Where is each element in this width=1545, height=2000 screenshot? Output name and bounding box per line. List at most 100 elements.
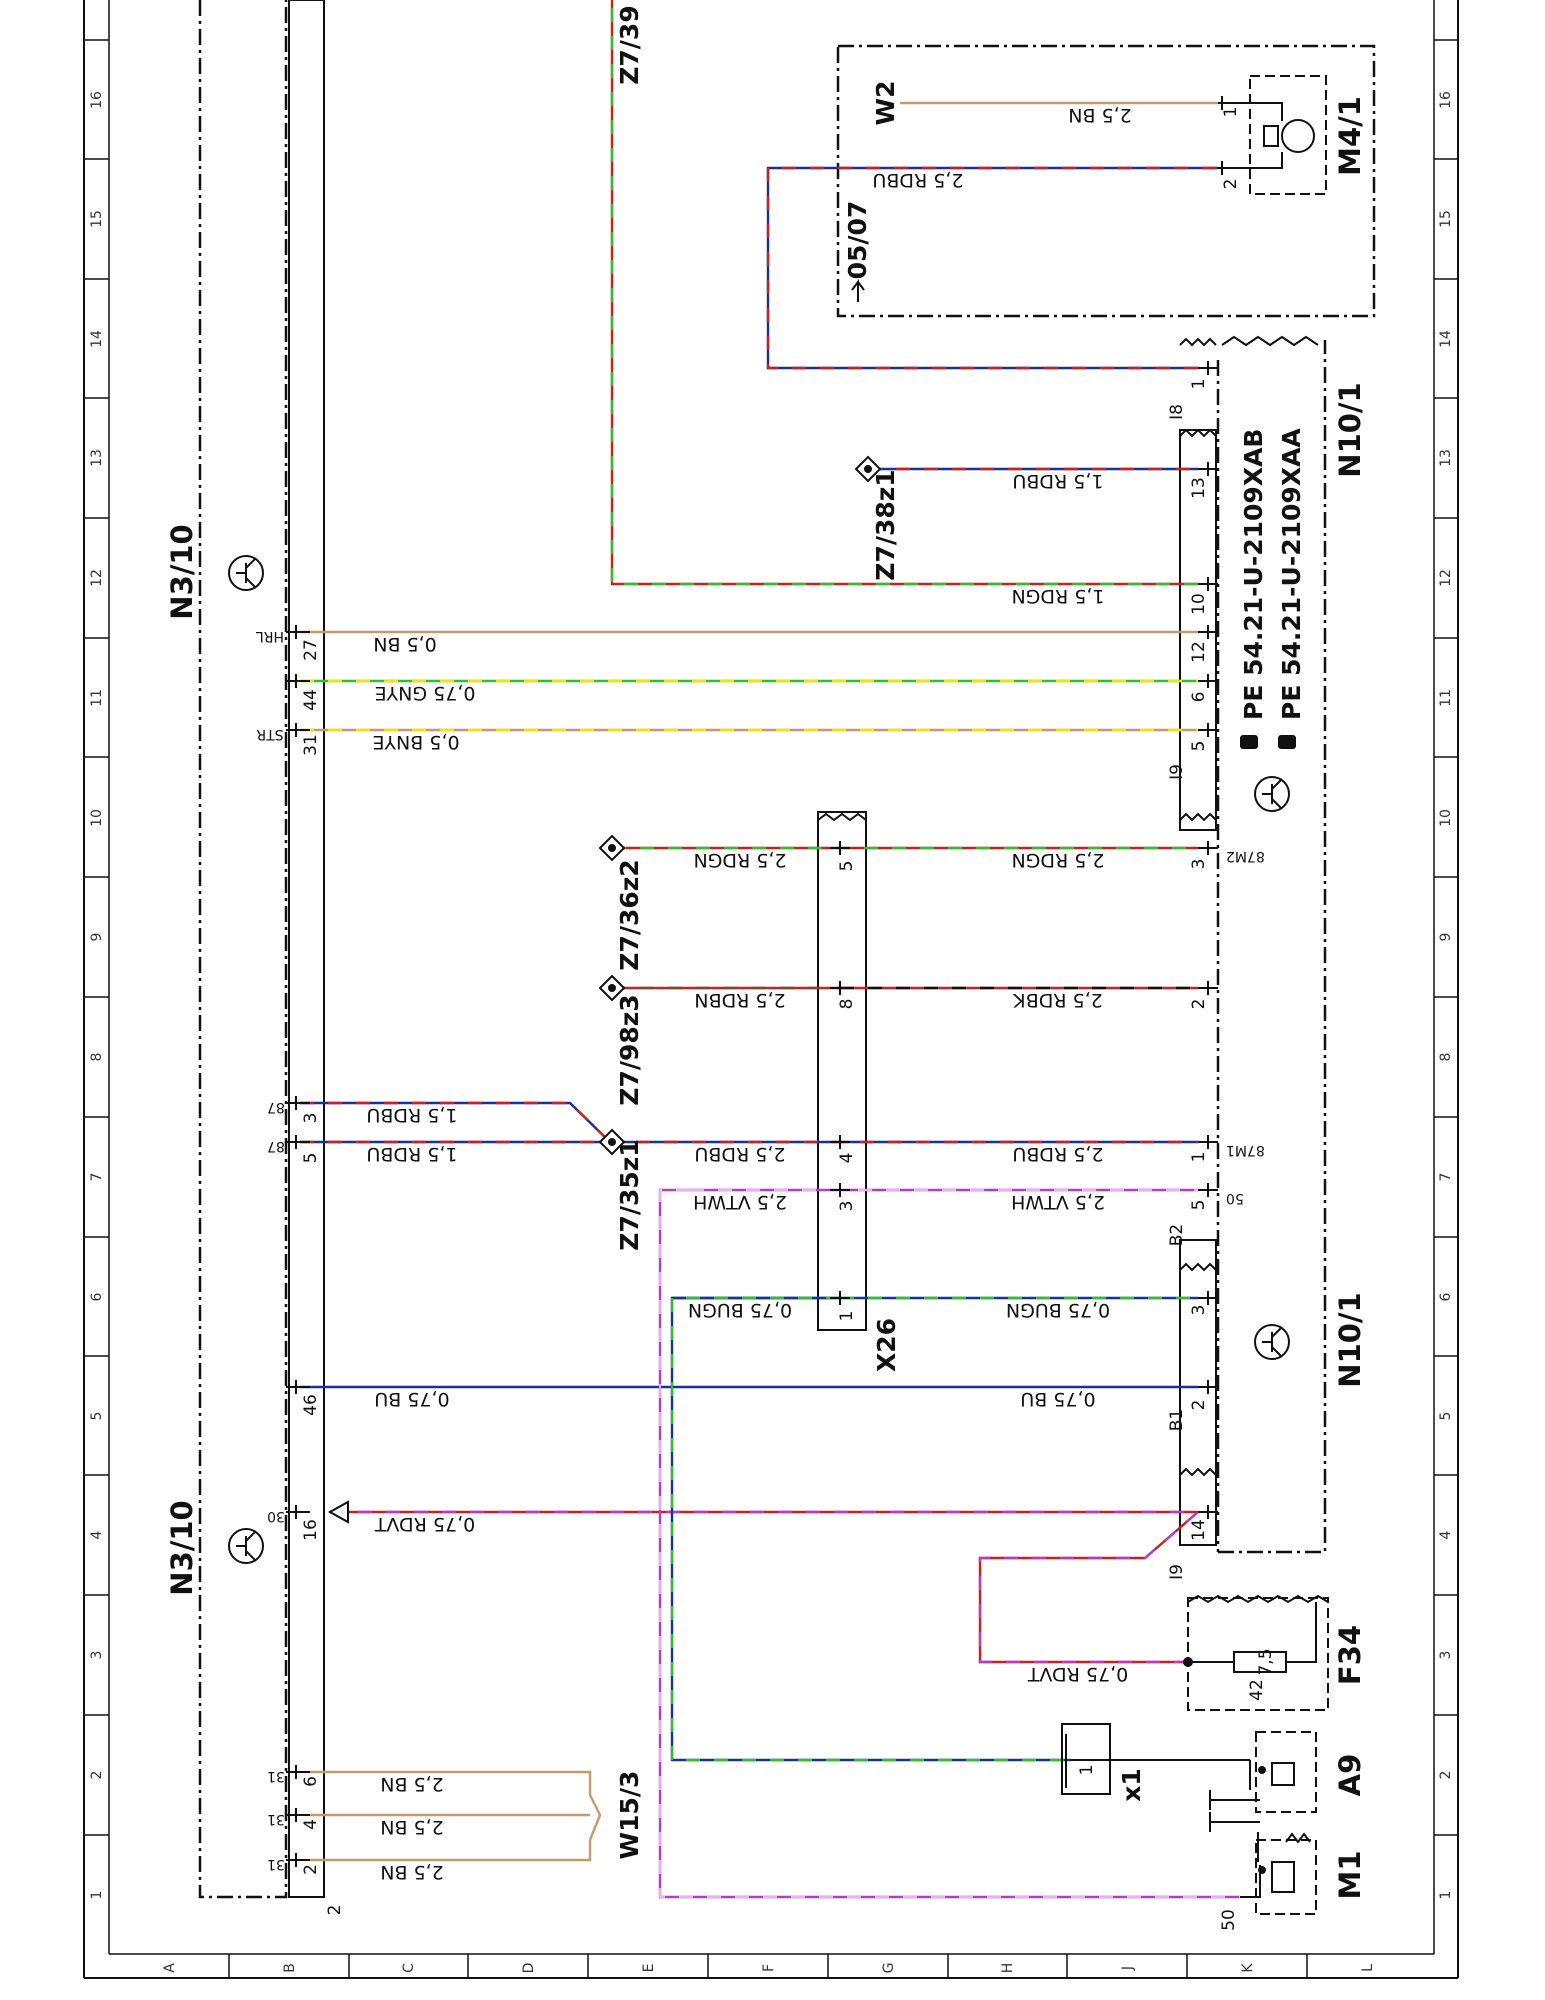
pin-number: 5 bbox=[1189, 1200, 1209, 1211]
connector-id: 50 bbox=[1219, 1909, 1239, 1931]
col-label-13-right: 13 bbox=[1438, 449, 1454, 467]
wire-label: 2,5 VTWH bbox=[693, 1191, 787, 1213]
wire-label: 0,75 BU bbox=[1020, 1388, 1095, 1410]
pin-number: 13 bbox=[1189, 477, 1209, 499]
wire-label: 2,5 RDBN bbox=[694, 989, 785, 1011]
pin-function: 31 bbox=[267, 1768, 285, 1784]
n10-1-enclosure bbox=[1218, 340, 1327, 1554]
label-n10-1-upper: N10/1 bbox=[1333, 382, 1367, 477]
wire-label: 1,5 RDBU bbox=[1012, 470, 1103, 492]
pin-number: 10 bbox=[1189, 593, 1209, 615]
col-label-11-left: 11 bbox=[89, 689, 105, 707]
pin-number: 1 bbox=[1189, 1152, 1209, 1163]
col-label-16-left: 16 bbox=[89, 91, 105, 109]
label-pe-ref-2: PE 54.21-U-2109XAA bbox=[1277, 428, 1306, 720]
fuse-value: 7,5 bbox=[1256, 1648, 1276, 1675]
col-label-4-left: 4 bbox=[89, 1530, 105, 1539]
motor-m4-1 bbox=[1232, 75, 1327, 195]
label-w2: W2 bbox=[871, 81, 900, 126]
connector-id: 2 bbox=[325, 1905, 345, 1916]
col-label-5-left: 5 bbox=[89, 1412, 105, 1421]
col-label-6-left: 6 bbox=[89, 1292, 105, 1301]
pin-function: HRL bbox=[256, 628, 284, 644]
pin-function: 31 bbox=[267, 1856, 285, 1872]
wire-label: 2,5 RDGN bbox=[693, 849, 786, 871]
transistor-icon-n10-lower bbox=[1254, 1324, 1290, 1360]
pin-number: 3 bbox=[837, 1201, 857, 1212]
col-label-2-left: 2 bbox=[89, 1771, 105, 1780]
col-label-9-left: 9 bbox=[89, 933, 105, 942]
pin-number: 14 bbox=[1189, 1519, 1209, 1541]
col-label-14-right: 14 bbox=[1438, 330, 1454, 348]
wire-label: 2,5 RDBU bbox=[872, 169, 963, 191]
connector-id: I8 bbox=[1167, 404, 1187, 420]
pin-number: 3 bbox=[301, 1113, 321, 1124]
row-label-j: J bbox=[1120, 1966, 1136, 1971]
col-label-3-right: 3 bbox=[1438, 1651, 1454, 1660]
wire-label: 2,5 BN bbox=[1068, 104, 1132, 126]
label-z7-38z1: Z7/38z1 bbox=[871, 469, 900, 580]
col-label-12-left: 12 bbox=[89, 569, 105, 587]
label-n3-10-lower: N3/10 bbox=[165, 1500, 199, 1595]
col-label-1-right: 1 bbox=[1438, 1891, 1454, 1900]
pin-number: 1 bbox=[1189, 379, 1209, 390]
pin-number: 5 bbox=[837, 861, 857, 872]
col-label-8-left: 8 bbox=[89, 1053, 105, 1062]
wire-label: 2,5 RDBK bbox=[1013, 989, 1103, 1011]
pin-number: 27 bbox=[301, 639, 321, 661]
col-label-11-right: 11 bbox=[1438, 689, 1454, 707]
n10-plug-b1-b2 bbox=[1179, 1239, 1217, 1546]
label-m4-1: M4/1 bbox=[1333, 96, 1367, 176]
wire-label: 2,5 VTWH bbox=[1011, 1191, 1105, 1213]
col-label-1-left: 1 bbox=[89, 1891, 105, 1900]
pin-number: 2 bbox=[1189, 1400, 1209, 1411]
pin-number: 46 bbox=[301, 1394, 321, 1416]
wire-label: 0,75 BU bbox=[374, 1388, 449, 1410]
wire-label: 0,75 GNYE bbox=[375, 682, 476, 704]
label-f34: F34 bbox=[1333, 1625, 1367, 1685]
label-0507: 05/07 bbox=[843, 201, 872, 280]
pin-number: 4 bbox=[837, 1153, 857, 1164]
wire-label: 0,5 BNYE bbox=[372, 731, 459, 753]
pin-number: 6 bbox=[301, 1776, 321, 1787]
pin-number: 44 bbox=[301, 689, 321, 711]
drawing-frame: A B C D E F G H J K L 1 2 3 4 5 6 7 8 9 … bbox=[83, 0, 1459, 1979]
m4-1-enclosure bbox=[836, 44, 1376, 318]
wire-label: 1,5 RDGN bbox=[1011, 585, 1104, 607]
row-label-d: D bbox=[521, 1963, 537, 1974]
label-x26: X26 bbox=[872, 1318, 901, 1372]
row-label-l: L bbox=[1360, 1964, 1376, 1972]
wire-label: 0,75 RDVT bbox=[1027, 1663, 1128, 1685]
connector-id: I9 bbox=[1167, 1564, 1187, 1580]
pin-number: 3 bbox=[1189, 859, 1209, 870]
pin-number: 16 bbox=[301, 1519, 321, 1541]
label-m1: M1 bbox=[1333, 1850, 1367, 1899]
row-label-e: E bbox=[641, 1964, 657, 1973]
col-label-4-right: 4 bbox=[1438, 1530, 1454, 1539]
pin-function: 87 bbox=[267, 1138, 285, 1154]
col-label-8-right: 8 bbox=[1438, 1053, 1454, 1062]
col-label-7-right: 7 bbox=[1438, 1173, 1454, 1182]
label-z7-39: Z7/39 bbox=[615, 5, 644, 84]
wire-label: 2,5 RDGN bbox=[1011, 849, 1104, 871]
pin-function: 87M2 bbox=[1226, 848, 1265, 864]
row-label-c: C bbox=[401, 1963, 417, 1973]
pin-number: 1 bbox=[1221, 107, 1241, 118]
pin-number: 2 bbox=[1189, 999, 1209, 1010]
pin-number: 31 bbox=[301, 734, 321, 756]
wire-label: 0,5 BN bbox=[373, 633, 437, 655]
pin-function: 87 bbox=[267, 1099, 285, 1115]
wire-label: 0,75 BUGN bbox=[688, 1299, 792, 1321]
pin-number: 4 bbox=[301, 1819, 321, 1830]
col-label-6-right: 6 bbox=[1438, 1292, 1454, 1301]
ref-arrow-icon bbox=[851, 279, 865, 302]
pin-function: 30 bbox=[267, 1508, 285, 1524]
pin-function: STR bbox=[256, 726, 283, 742]
col-label-15-right: 15 bbox=[1438, 210, 1454, 228]
label-w15-3: W15/3 bbox=[615, 1771, 644, 1860]
wire-label: 2,5 BN bbox=[380, 1773, 444, 1795]
pin-number: 12 bbox=[1189, 641, 1209, 663]
wire-label: 2,5 RDBU bbox=[694, 1143, 785, 1165]
connector-id: B1 bbox=[1167, 1409, 1187, 1431]
